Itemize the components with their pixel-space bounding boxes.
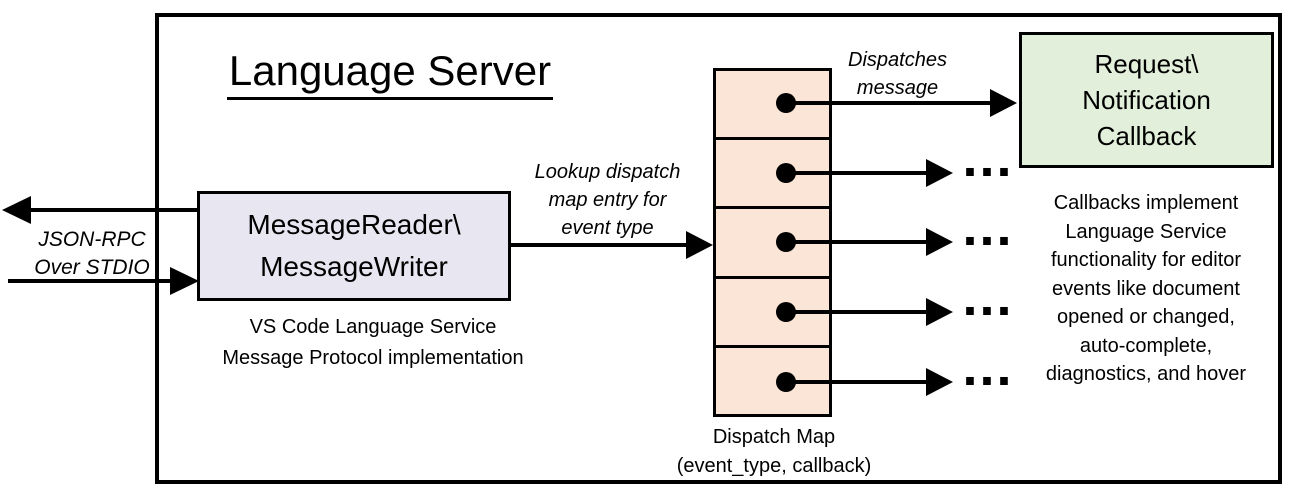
json-rpc-label-line1: JSON-RPC [38,228,146,251]
message-reader-caption-line2: Message Protocol implementation [222,347,524,369]
json-rpc-label-line2: Over STDIO [34,256,150,279]
callbacks-note-line2: Language Service [1065,220,1227,243]
message-reader-box: MessageReader\ MessageWriter [197,191,511,301]
ellipsis-dots-row3: ... [962,197,1014,257]
arrowhead-left-icon [2,196,31,224]
dispatch-map-cell-1 [716,71,829,138]
callback-box-line2: Notification [1082,85,1211,115]
callback-box: Request\ Notification Callback [1019,32,1274,168]
message-reader-caption-line1: VS Code Language Service [249,316,497,338]
lookup-label-line1: Lookup dispatch [534,161,681,183]
lookup-label-line3: event type [561,217,654,239]
message-reader-caption: VS Code Language Service Message Protoco… [203,312,543,374]
dispatch-map-caption: Dispatch Map (event_type, callback) [650,423,898,481]
dispatch-map-cell-4 [716,275,829,345]
ellipsis-dots-row4: ... [962,267,1014,327]
message-reader-label-line2: MessageWriter [260,251,448,282]
callback-box-line1: Request\ [1094,49,1199,79]
page-title: Language Server [155,48,625,100]
message-reader-label-line1: MessageReader\ [247,209,461,240]
json-rpc-label: JSON-RPC Over STDIO [12,226,172,282]
dispatch-map-caption-line2: (event_type, callback) [676,455,872,477]
dispatch-map-cell-3 [716,206,829,276]
page-title-text: Language Server [226,48,554,100]
dispatches-label: Dispatches message [820,46,975,102]
callbacks-note-line7: diagnostics, and hover [1045,363,1247,385]
callbacks-note-line4: events like document [1052,277,1240,300]
callbacks-note-line1: Callbacks implement [1053,192,1239,214]
callback-box-line3: Callback [1096,121,1197,151]
callbacks-note-line6: auto-complete, [1079,334,1213,357]
callbacks-note-line3: functionality for editor [1050,249,1242,271]
ellipsis-dots-row2: ... [962,128,1014,188]
dispatch-map-cell-2 [716,137,829,207]
dispatches-label-line1: Dispatches [848,49,947,71]
lookup-label: Lookup dispatch map entry for event type [520,158,695,242]
dispatches-label-line2: message [856,77,939,99]
callbacks-note-line5: opened or changed, [1057,306,1235,328]
callbacks-note: Callbacks implement Language Service fun… [1016,189,1276,389]
dispatch-map-cell-5 [716,344,829,415]
dispatch-map-caption-line1: Dispatch Map [712,426,836,448]
ellipsis-dots-row5: ... [962,337,1014,397]
dispatch-map [713,68,832,417]
lookup-label-line2: map entry for [548,189,667,211]
